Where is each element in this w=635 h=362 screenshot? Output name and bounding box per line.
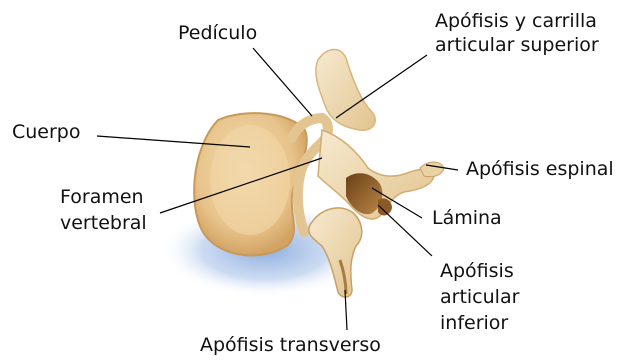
label-lamina: Lámina xyxy=(432,207,502,229)
leader-apofisis-articular-inferior xyxy=(378,205,432,256)
label-articular-inferior-line3: inferior xyxy=(440,312,519,334)
label-apofisis-articular-inferior: Apófisis articular inferior xyxy=(440,260,519,334)
label-apofisis-carrilla-line2: articular superior xyxy=(435,34,599,56)
label-apofisis-carrilla: Apófisis y carrilla articular superior xyxy=(435,10,599,56)
label-foramen: Foramen vertebral xyxy=(60,186,147,234)
label-articular-inferior-line1: Apófisis xyxy=(440,260,519,282)
label-cuerpo: Cuerpo xyxy=(12,121,81,143)
label-apofisis-espinal: Apófisis espinal xyxy=(466,158,614,180)
label-apofisis-transverso: Apófisis transverso xyxy=(200,334,381,356)
label-articular-inferior-line2: articular xyxy=(440,286,519,308)
label-foramen-line1: Foramen xyxy=(60,186,147,208)
label-pediculo: Pedículo xyxy=(178,22,257,44)
label-foramen-line2: vertebral xyxy=(60,212,147,234)
label-apofisis-carrilla-line1: Apófisis y carrilla xyxy=(435,10,599,32)
leader-pediculo xyxy=(253,48,312,116)
